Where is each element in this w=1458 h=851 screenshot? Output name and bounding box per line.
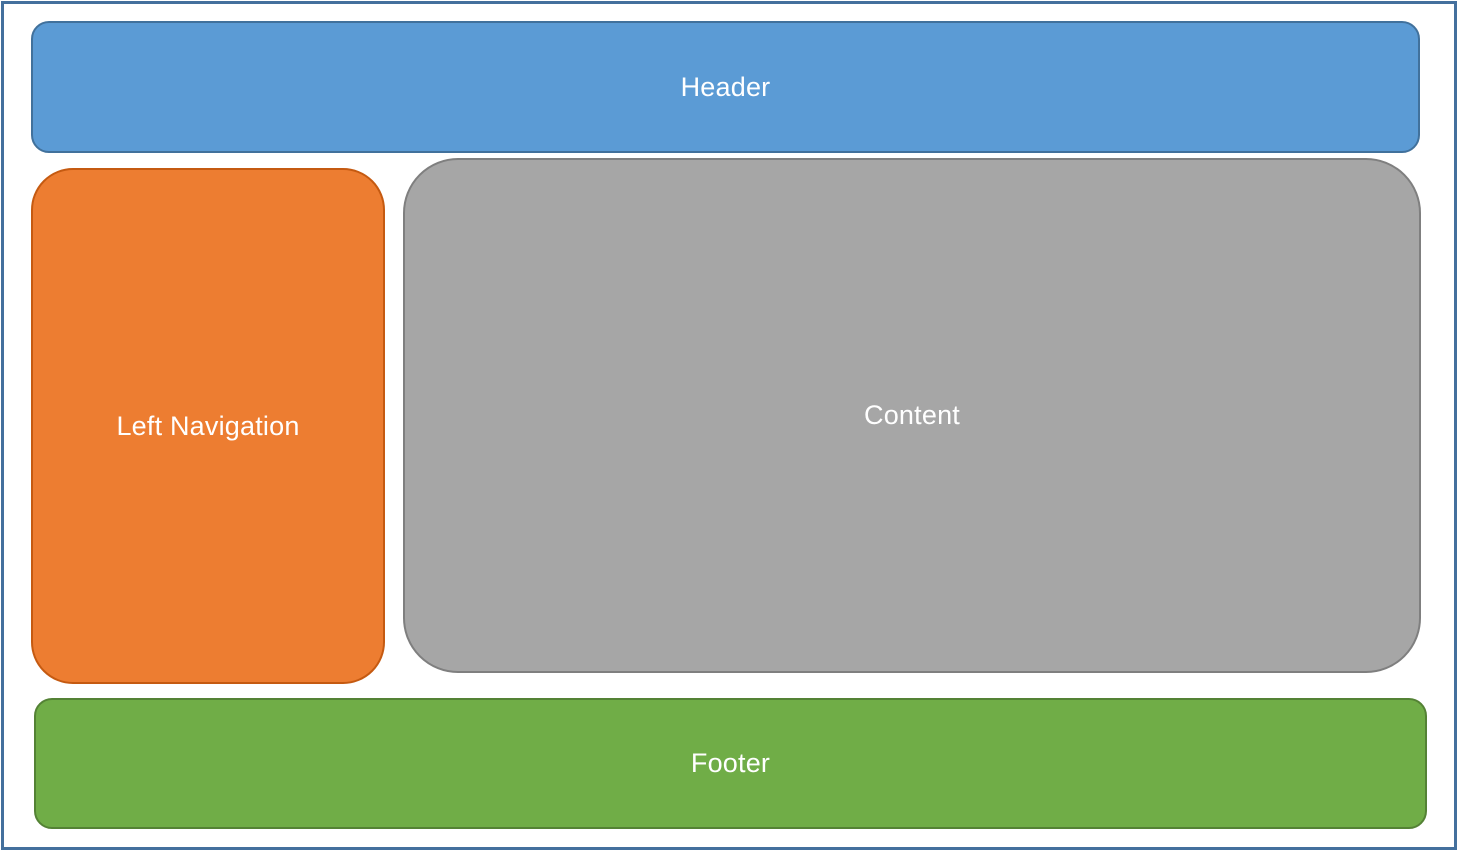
header-region: Header [31,21,1420,153]
content-region-label: Content [864,400,960,430]
content-region: Content [403,158,1421,673]
footer-region-label: Footer [690,748,771,778]
left-navigation-region-label: Left Navigation [116,410,300,441]
header-region-label: Header [680,71,771,102]
left-navigation-region: Left Navigation [31,168,385,684]
footer-region: Footer [34,698,1427,829]
